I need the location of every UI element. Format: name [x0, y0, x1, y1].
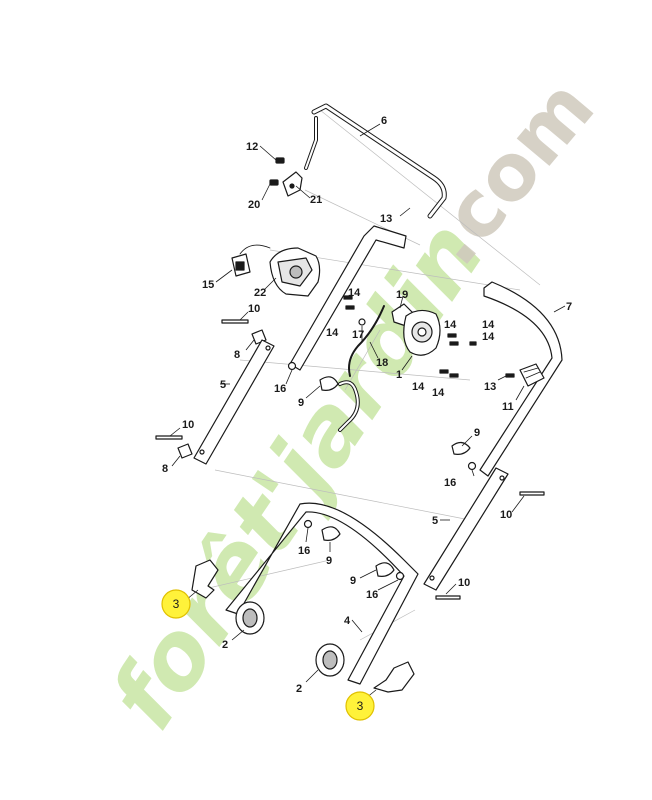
part-16-washer-d	[395, 571, 405, 581]
part-11-knob	[519, 363, 545, 387]
part-17-nut	[358, 318, 366, 326]
label-10b: 10	[182, 419, 194, 431]
label-13a: 13	[380, 213, 392, 225]
callout-left[interactable]: 3	[161, 589, 191, 619]
part-19-clutch-housing	[391, 303, 441, 356]
label-14g: 14	[432, 387, 445, 399]
label-15: 15	[202, 279, 214, 291]
part-9-knob-d	[375, 562, 395, 577]
label-1: 1	[396, 369, 402, 381]
label-21: 21	[310, 194, 322, 206]
label-16a: 16	[274, 383, 286, 395]
label-9a: 9	[298, 397, 304, 409]
label-14c: 14	[444, 319, 457, 331]
label-14d: 14	[482, 319, 495, 331]
part-9-knob-b	[451, 441, 471, 455]
watermark-com-text: .com	[408, 63, 612, 282]
part-5-left-bar	[193, 339, 275, 465]
label-10a: 10	[248, 303, 260, 315]
screw-12	[275, 157, 285, 164]
part-10-bolt-c	[519, 491, 545, 496]
label-9b: 9	[474, 427, 480, 439]
part-14-screws-upper	[343, 295, 477, 378]
label-2a: 2	[222, 639, 228, 651]
part-16-washer-a	[287, 361, 297, 371]
part-3-lever-right	[373, 661, 415, 693]
label-20: 20	[248, 199, 260, 211]
label-14b: 14	[326, 327, 339, 339]
part-3-lever-left	[191, 559, 219, 599]
part-8-nut-b	[177, 443, 193, 459]
part-22-control-box	[269, 247, 321, 297]
part-drawings	[155, 103, 563, 693]
part-labels: 6 12 20 21 13 15 22 19 14 14 17 18 1 14 …	[162, 115, 572, 695]
leader-lines	[169, 123, 566, 699]
label-22: 22	[254, 287, 266, 299]
label-6: 6	[381, 115, 387, 127]
part-9-knob-c	[321, 526, 341, 541]
label-9d: 9	[350, 575, 356, 587]
label-14a: 14	[348, 287, 361, 299]
part-16-washer-c	[303, 519, 313, 529]
part-18-cable	[348, 305, 385, 377]
part-9-knob-a	[319, 376, 339, 391]
part-2-clamp-right	[315, 643, 345, 677]
label-10d: 10	[458, 577, 470, 589]
label-14f: 14	[412, 381, 425, 393]
label-13b: 13	[484, 381, 496, 393]
label-8a: 8	[234, 349, 240, 361]
label-5b: 5	[432, 515, 438, 527]
label-16b: 16	[444, 477, 456, 489]
screw-20	[269, 179, 279, 186]
part-21-bracket	[282, 171, 303, 197]
part-10-bolt-a	[221, 319, 249, 324]
label-11: 11	[502, 401, 514, 413]
label-19: 19	[396, 289, 408, 301]
label-12: 12	[246, 141, 258, 153]
label-18: 18	[376, 357, 388, 369]
label-7: 7	[566, 301, 572, 313]
part-7-right-handle	[479, 281, 563, 477]
label-2b: 2	[296, 683, 302, 695]
part-2-clamp-left	[235, 601, 265, 635]
label-4: 4	[344, 615, 351, 627]
label-10c: 10	[500, 509, 512, 521]
callout-left-number: 3	[173, 597, 180, 611]
part-4-lower-handle	[225, 502, 419, 685]
label-17: 17	[352, 329, 364, 341]
label-16d: 16	[366, 589, 378, 601]
callout-right-circle[interactable]	[345, 691, 375, 721]
label-14e: 14	[482, 331, 495, 343]
callout-right[interactable]: 3	[345, 691, 375, 721]
callout-left-circle[interactable]	[161, 589, 191, 619]
part-5-right-bar	[423, 467, 509, 591]
part-10-bolt-b	[155, 435, 183, 440]
label-5a: 5	[220, 379, 226, 391]
part-13-screw	[505, 373, 515, 378]
part-10-bolt-d	[435, 595, 461, 600]
part-15-switch	[231, 244, 271, 277]
label-8b: 8	[162, 463, 168, 475]
part-1-cable	[338, 380, 360, 432]
label-16c: 16	[298, 545, 310, 557]
label-9c: 9	[326, 555, 332, 567]
callout-right-number: 3	[357, 699, 364, 713]
part-6-cable-rod	[304, 103, 447, 219]
part-16-washer-b	[467, 461, 477, 471]
